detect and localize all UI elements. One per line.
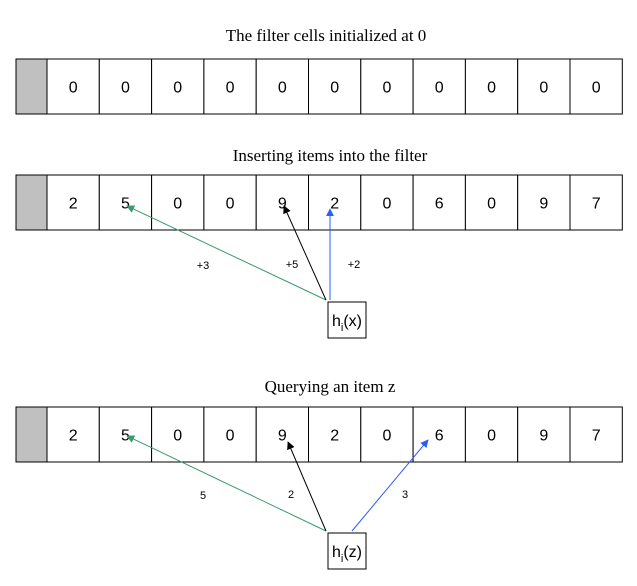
filter-cell-value: 0 — [173, 428, 182, 445]
filter-cell — [360, 406, 414, 463]
filter-cell — [569, 58, 623, 115]
arrow-green — [126, 205, 327, 301]
arrow-black — [283, 205, 327, 301]
arrow-label: 3 — [402, 489, 408, 501]
filter-cell — [255, 174, 310, 231]
filter-cell — [412, 58, 466, 115]
filter-cell-value: 5 — [121, 428, 130, 445]
section-title: The filter cells initialized at 0 — [226, 26, 427, 45]
section-title: Querying an item z — [265, 377, 396, 396]
hash-subscript: i — [341, 322, 343, 334]
svg-text:hi(x): hi(x) — [332, 313, 362, 334]
filter-cell-value: 9 — [278, 196, 287, 213]
filter-cells: 2 5 0 0 9 2 0 6 0 9 7 — [15, 174, 623, 231]
filter-cell-header — [15, 58, 48, 115]
filter-cell-value: 6 — [435, 428, 444, 445]
filter-cell-value: 2 — [330, 196, 339, 213]
arrow-label: +3 — [197, 260, 210, 272]
section-querying: Querying an item z 2 5 0 0 9 2 0 6 0 9 7 5 2 3 hi(… — [15, 377, 623, 570]
filter-cell-value: 0 — [382, 196, 391, 213]
arrow-label: 2 — [288, 489, 294, 501]
filter-cell-value: 0 — [382, 80, 391, 97]
filter-cell-value: 0 — [226, 428, 235, 445]
filter-cell-value: 9 — [539, 196, 548, 213]
filter-cells: 2 5 0 0 9 2 0 6 0 9 7 — [15, 406, 623, 463]
filter-cell — [151, 174, 205, 231]
filter-cell — [151, 406, 205, 463]
hash-base: h — [332, 313, 341, 330]
filter-cell-value: 2 — [69, 428, 78, 445]
filter-cell — [412, 174, 466, 231]
filter-cell-value: 2 — [330, 428, 339, 445]
filter-cell-value: 0 — [487, 196, 496, 213]
filter-cell-value: 0 — [69, 80, 78, 97]
arrow-blue — [351, 439, 429, 532]
filter-cell-value: 0 — [539, 80, 548, 97]
filter-cell — [360, 58, 414, 115]
arrow-label: +5 — [286, 259, 299, 271]
filter-cell-value: 5 — [121, 196, 130, 213]
filter-cell — [46, 174, 100, 231]
arrow-black — [287, 441, 327, 532]
filter-cell — [203, 406, 257, 463]
filter-cell — [569, 174, 623, 231]
filter-cell-value: 0 — [487, 80, 496, 97]
filter-cell — [464, 58, 519, 115]
hash-subscript: i — [341, 553, 343, 565]
filter-cell-value: 7 — [592, 428, 601, 445]
hash-function-box: hi(x) — [327, 301, 367, 339]
filter-cell-value: 0 — [592, 80, 601, 97]
filter-cell — [412, 406, 466, 463]
svg-text:hi(z): hi(z) — [332, 544, 362, 565]
filter-cell-value: 0 — [226, 196, 235, 213]
filter-cell — [308, 174, 362, 231]
filter-cell — [517, 58, 571, 115]
hash-argument: (x) — [343, 313, 362, 330]
arrow-label: 5 — [200, 490, 206, 502]
filter-cell — [464, 174, 519, 231]
filter-cell — [46, 58, 100, 115]
filter-cell — [98, 406, 153, 463]
filter-cell — [98, 174, 153, 231]
filter-cell — [98, 58, 153, 115]
filter-cell — [151, 58, 205, 115]
arrow-label: +2 — [348, 259, 361, 271]
filter-cell — [255, 406, 310, 463]
filter-cell-value: 0 — [173, 196, 182, 213]
filter-cell-value: 0 — [330, 80, 339, 97]
filter-cell — [308, 58, 362, 115]
filter-cell — [308, 406, 362, 463]
filter-cell-value: 0 — [226, 80, 235, 97]
filter-cells: 0 0 0 0 0 0 0 0 0 0 0 — [15, 58, 623, 115]
filter-cell — [569, 406, 623, 463]
hash-argument: (z) — [343, 544, 362, 561]
filter-cell-value: 0 — [278, 80, 287, 97]
filter-cell-header — [15, 406, 48, 463]
filter-cell-value: 2 — [69, 196, 78, 213]
filter-cell-value: 6 — [435, 196, 444, 213]
section-inserting: Inserting items into the filter 2 5 0 0 9 2 0 6… — [15, 146, 623, 339]
filter-cell-value: 0 — [382, 428, 391, 445]
filter-cell-value: 0 — [435, 80, 444, 97]
filter-cell — [255, 58, 310, 115]
hash-function-box: hi(z) — [327, 532, 367, 570]
section-title: Inserting items into the filter — [233, 146, 428, 165]
filter-cell-value: 0 — [487, 428, 496, 445]
filter-cell-value: 7 — [592, 196, 601, 213]
filter-cell-header — [15, 174, 48, 231]
filter-cell-value: 9 — [278, 428, 287, 445]
arrow-green — [126, 435, 327, 532]
filter-cell — [360, 174, 414, 231]
filter-cell-value: 0 — [121, 80, 130, 97]
filter-cell — [517, 174, 571, 231]
filter-cell-value: 9 — [539, 428, 548, 445]
filter-cell-value: 0 — [173, 80, 182, 97]
hash-base: h — [332, 544, 341, 561]
